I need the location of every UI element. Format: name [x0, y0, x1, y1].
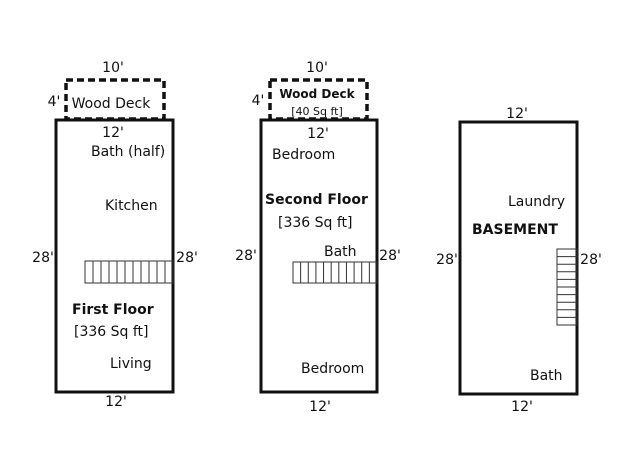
- second-floor-area: [336 Sq ft]: [278, 215, 353, 231]
- first-floor-deck-depth-label: 4': [48, 94, 61, 110]
- basement-plan: 12' 12' 28' 28' Laundry Bath BASEMENT: [436, 106, 602, 415]
- first-floor-room-kitchen: Kitchen: [105, 198, 158, 214]
- second-floor-room-bedroom-top: Bedroom: [272, 147, 335, 163]
- second-floor-room-bedroom-bottom: Bedroom: [301, 361, 364, 377]
- second-floor-bottom-dimension: 12': [309, 399, 331, 415]
- first-floor-right-dimension: 28': [176, 250, 198, 266]
- basement-title: BASEMENT: [472, 222, 558, 238]
- basement-top-dimension: 12': [506, 106, 528, 122]
- basement-outline: [458, 120, 579, 396]
- first-floor-deck-name: Wood Deck: [72, 96, 152, 112]
- first-floor-stairs: [84, 260, 174, 284]
- first-floor-deck-width-label: 10': [102, 60, 124, 76]
- second-floor-stairs: [292, 261, 378, 284]
- second-floor-deck-width-label: 10': [306, 60, 328, 76]
- second-floor-deck-name: Wood Deck: [279, 87, 355, 101]
- second-floor-left-dimension: 28': [235, 248, 257, 264]
- first-floor-area: [336 Sq ft]: [74, 324, 149, 340]
- second-floor-deck-depth-label: 4': [252, 93, 265, 109]
- first-floor-room-living: Living: [110, 356, 152, 372]
- basement-bottom-dimension: 12': [511, 399, 533, 415]
- basement-room-laundry: Laundry: [508, 194, 565, 210]
- first-floor-bottom-dimension: 12': [105, 394, 127, 410]
- first-floor-room-bath-half: Bath (half): [91, 144, 165, 160]
- first-floor-title: First Floor: [72, 302, 154, 318]
- basement-right-dimension: 28': [580, 252, 602, 268]
- first-floor-left-dimension: 28': [32, 250, 54, 266]
- second-floor-title: Second Floor: [265, 192, 368, 208]
- first-floor-top-dimension: 12': [102, 125, 124, 141]
- second-floor-deck-area: [40 Sq ft]: [291, 105, 343, 118]
- first-floor-plan: 10' 4' Wood Deck 12' 12' 28' 28' Bath (h…: [32, 60, 198, 410]
- stair-outline: [84, 260, 174, 284]
- basement-left-dimension: 28': [436, 252, 458, 268]
- second-floor-outline: [259, 118, 379, 394]
- second-floor-room-bath: Bath: [324, 244, 357, 260]
- second-floor-top-dimension: 12': [307, 126, 329, 142]
- second-floor-plan: 10' 4' Wood Deck [40 Sq ft] 12' 12' 28' …: [235, 60, 401, 415]
- second-floor-right-dimension: 28': [379, 248, 401, 264]
- first-floor-deck: [64, 78, 166, 121]
- first-floor-outline: [54, 118, 175, 394]
- basement-room-bath: Bath: [530, 368, 563, 384]
- basement-stairs: [556, 248, 578, 326]
- stair-outline: [292, 261, 378, 284]
- second-floor-deck: [268, 78, 369, 121]
